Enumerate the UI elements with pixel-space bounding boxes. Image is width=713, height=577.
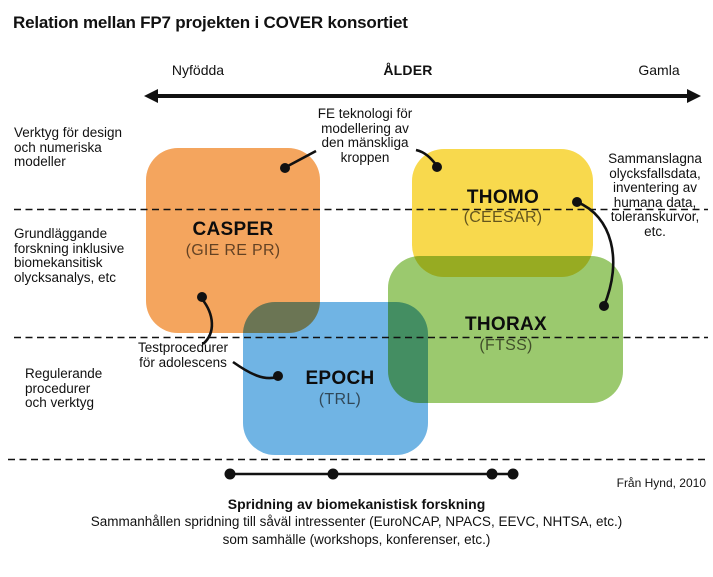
project-name-epoch: EPOCH	[305, 368, 375, 389]
spread-dot-2	[327, 468, 339, 480]
spread-dot-1	[224, 468, 236, 480]
spread-title: Spridning av biomekanistisk forskning	[227, 496, 486, 512]
spread-timeline	[224, 468, 519, 480]
annotation-fe-technology: FE teknologi för modellering av den mäns…	[317, 106, 413, 165]
project-partner-epoch: (TRL)	[318, 391, 362, 408]
spread-line2: som samhälle (workshops, konferenser, et…	[222, 532, 491, 547]
source-credit: Från Hynd, 2010	[616, 476, 706, 490]
page-title: Relation mellan FP7 projekten i COVER ko…	[13, 13, 408, 32]
project-name-casper: CASPER	[192, 219, 274, 240]
row-label-tools-design: Verktyg för design och numeriska modelle…	[14, 125, 123, 169]
spread-dot-3	[486, 468, 498, 480]
annotation-test-procedures: Testprocedurer för adolescens	[137, 340, 229, 370]
spread-dot-4	[507, 468, 519, 480]
project-name-thomo: THOMO	[466, 187, 540, 208]
axis-label-old: Gamla	[638, 62, 680, 78]
project-partner-casper: (GIE RE PR)	[185, 242, 281, 259]
row-label-regulatory: Regulerande procedurer och verktyg	[25, 366, 103, 410]
spread-line1: Sammanhållen spridning till såväl intres…	[90, 514, 623, 529]
axis-label-age: ÅLDER	[383, 62, 433, 78]
age-axis-arrow	[144, 89, 701, 103]
project-partner-thorax: (FTSS)	[479, 337, 533, 354]
project-name-thorax: THORAX	[464, 314, 548, 335]
project-partner-thomo: (CEESAR)	[463, 209, 543, 226]
row-label-basic-research: Grundläggande forskning inklusive biomek…	[14, 226, 125, 285]
annotation-accident-data: Sammanslagna olycksfallsdata, inventerin…	[608, 151, 702, 239]
arrowhead-right	[687, 89, 701, 103]
axis-label-newborn: Nyfödda	[171, 62, 225, 78]
project-box-thomo	[412, 149, 593, 277]
arrowhead-left	[144, 89, 158, 103]
